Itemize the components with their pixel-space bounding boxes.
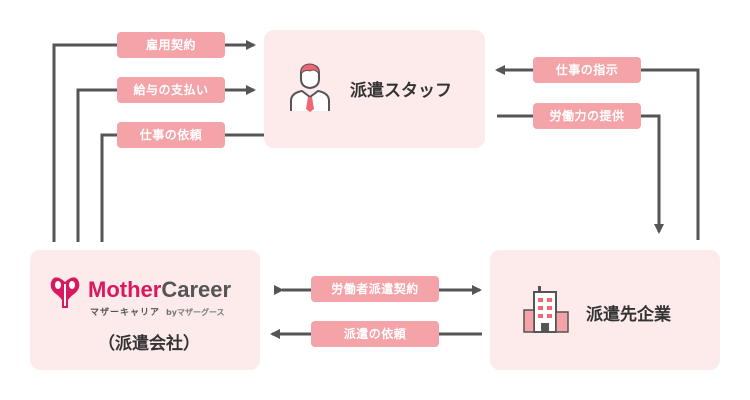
company-node: MotherCareer マザーキャリア byマザーグース （派遣会社）: [30, 250, 260, 370]
edge-instruction-label: 仕事の指示: [533, 57, 641, 83]
edge-employment-label: 雇用契約: [117, 32, 225, 58]
client-label: 派遣先企業: [586, 305, 671, 325]
brand-logo-secondary: Career: [161, 277, 232, 302]
edge-labor-label: 労働力の提供: [533, 103, 641, 129]
staff-label: 派遣スタッフ: [350, 81, 452, 101]
edge-job-request-line: [100, 133, 264, 242]
edge-salary-label: 給与の支払い: [117, 77, 225, 103]
brand-logo-text: MotherCareer: [88, 277, 231, 303]
brand-logo-primary: Mother: [88, 277, 162, 302]
edge-dispatch-request-label: 派遣の依頼: [311, 321, 439, 347]
edge-instruction-line: [495, 65, 700, 240]
brand-logo-by: byマザーグース: [166, 308, 225, 317]
staff-node: 派遣スタッフ: [264, 30, 485, 148]
staff-person-icon: [290, 63, 330, 112]
brand-logo-sub: マザーキャリア byマザーグース: [90, 305, 225, 318]
edge-job-request-label: 仕事の依頼: [117, 122, 225, 148]
brand-logo-icon: [50, 277, 80, 308]
edge-salary-line: [76, 85, 256, 242]
edge-dispatch-contract-label: 労働者派遣契約: [311, 276, 439, 302]
edge-labor-line: [497, 114, 664, 234]
brand-logo-sub-text: マザーキャリア: [90, 308, 161, 318]
building-icon: [523, 286, 569, 333]
company-label: （派遣会社）: [98, 334, 200, 354]
client-node: 派遣先企業: [490, 250, 720, 370]
